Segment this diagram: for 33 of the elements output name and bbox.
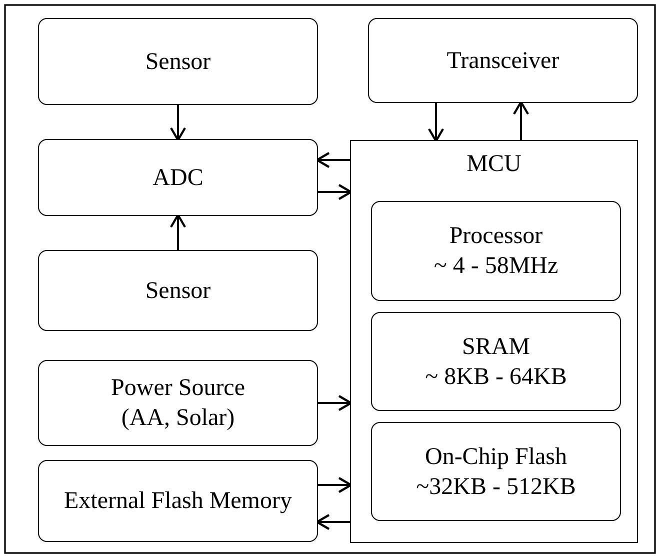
box-title: Transceiver — [446, 46, 560, 76]
box-detail: ~ 8KB - 64KB — [425, 362, 567, 392]
arrow — [316, 514, 350, 530]
component-box — [371, 312, 621, 411]
arrow — [170, 105, 186, 142]
arrow — [170, 214, 186, 250]
box-title: External Flash Memory — [64, 487, 292, 516]
box-detail: ~ 4 - 58MHz — [434, 252, 558, 281]
component-box — [38, 139, 318, 216]
component-box — [368, 18, 638, 103]
component-box — [38, 18, 318, 105]
box-title: ADC — [152, 164, 204, 192]
component-box — [38, 250, 318, 331]
box-title: Power Source — [111, 374, 245, 403]
box-title: Processor — [449, 222, 543, 251]
box-detail: ~32KB - 512KB — [416, 472, 576, 502]
arrow — [512, 100, 530, 140]
component-box — [38, 460, 318, 542]
box-title: Sensor — [145, 48, 211, 76]
component-box — [371, 422, 621, 521]
arrow — [428, 103, 444, 142]
arrow — [316, 152, 350, 168]
box-title: SRAM — [462, 332, 530, 362]
arrow — [318, 476, 352, 494]
box-title: Sensor — [145, 276, 211, 306]
arrow — [318, 184, 352, 200]
mcu-block — [350, 140, 638, 543]
component-box — [38, 360, 318, 446]
box-title: On-Chip Flash — [424, 442, 567, 472]
arrow — [318, 394, 352, 412]
box-title: MCU — [466, 150, 522, 179]
component-box — [371, 201, 621, 301]
box-detail: (AA, Solar) — [121, 404, 235, 433]
